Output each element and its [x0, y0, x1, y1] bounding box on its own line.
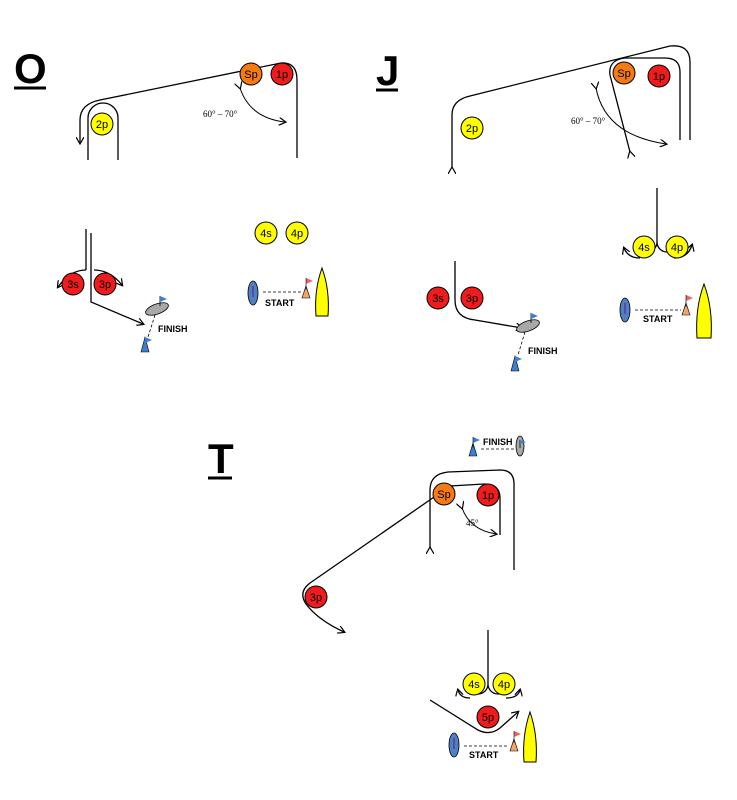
- course-j-gate4-arc-left: [624, 248, 641, 259]
- course-o-angle-label: 60° – 70°: [203, 109, 238, 119]
- svg-text:1p: 1p: [653, 71, 665, 83]
- course-o-start-boat-icon: [247, 280, 259, 306]
- course-t-angle-label: 45°: [466, 518, 479, 528]
- course-j-mark-3s: 3s: [426, 286, 450, 310]
- course-j-route-outer: [452, 45, 691, 168]
- course-o-route-2p-hook: [87, 102, 119, 160]
- course-t: T FINISH 45° Sp 1p: [208, 435, 537, 763]
- course-t-mark-4s: 4s: [462, 672, 486, 696]
- svg-text:4s: 4s: [260, 228, 272, 240]
- course-j-gate3-line: [454, 261, 522, 328]
- course-j: J 60° – 70° Sp 1p 2p 3s 3p: [376, 45, 712, 372]
- svg-text:Sp: Sp: [437, 489, 450, 501]
- course-t-start-committee-boat-icon: [523, 710, 537, 763]
- course-o-start-label: START: [265, 298, 295, 308]
- course-o-gate3-lines: [85, 229, 143, 324]
- course-j-mark-2p: 2p: [460, 116, 484, 140]
- svg-text:3p: 3p: [99, 279, 111, 291]
- course-letter-t: T: [208, 435, 234, 482]
- svg-text:3p: 3p: [466, 293, 478, 305]
- course-t-finish-pin-flag-icon: [468, 437, 480, 457]
- svg-text:4p: 4p: [291, 228, 303, 240]
- course-t-finish-boat-icon: [515, 435, 526, 457]
- course-j-start-boat-icon: [619, 297, 631, 323]
- course-o-mark-1p: 1p: [270, 62, 294, 86]
- course-o-mark-3s: 3s: [61, 272, 85, 296]
- svg-text:3s: 3s: [67, 279, 79, 291]
- course-letter-j: J: [376, 47, 399, 94]
- course-o-finish-boat-icon: [145, 296, 169, 316]
- course-t-route-5p: [429, 699, 518, 734]
- course-letter-o: O: [14, 45, 47, 92]
- course-t-route-leg-3p: [302, 483, 501, 632]
- svg-text:4s: 4s: [468, 679, 480, 691]
- course-t-mark-sp: Sp: [432, 482, 456, 506]
- course-o-mark-2p: 2p: [90, 112, 114, 136]
- svg-text:2p: 2p: [466, 123, 478, 135]
- course-t-gate4-arc-right: [505, 690, 520, 699]
- svg-text:2p: 2p: [96, 119, 108, 131]
- course-j-start-pin-flag-icon: [681, 295, 693, 316]
- course-j-angle-arc: [596, 88, 666, 144]
- course-o-mark-4s: 4s: [254, 221, 278, 245]
- course-t-angle-arc: [462, 508, 496, 534]
- course-o: O 60° – 70° Sp 1p 2p 3s: [14, 45, 329, 353]
- course-t-mark-1p: 1p: [476, 483, 500, 507]
- course-j-start-committee-boat-icon: [696, 282, 712, 339]
- course-j-angle-label: 60° – 70°: [571, 116, 606, 126]
- course-j-mark-3p: 3p: [460, 286, 484, 310]
- course-j-mark-1p: 1p: [647, 64, 671, 88]
- course-o-angle-arc: [240, 88, 285, 122]
- course-t-start-label: START: [469, 750, 499, 760]
- course-j-start-label: START: [643, 314, 673, 324]
- course-j-mark-4s: 4s: [632, 235, 656, 259]
- svg-text:Sp: Sp: [617, 68, 630, 80]
- course-o-finish-pin-flag-icon: [140, 335, 152, 353]
- course-j-finish-line: [517, 331, 526, 356]
- course-t-start-boat-icon: [448, 732, 460, 758]
- course-j-mark-4p: 4p: [665, 235, 689, 259]
- course-o-route-outer: [80, 62, 282, 143]
- course-t-route-outer: [430, 469, 515, 570]
- svg-text:4p: 4p: [671, 242, 683, 254]
- svg-text:4p: 4p: [498, 679, 510, 691]
- svg-text:3s: 3s: [432, 293, 444, 305]
- svg-text:4s: 4s: [638, 242, 650, 254]
- course-o-start-pin-flag-icon: [301, 278, 313, 299]
- course-o-mark-4p: 4p: [285, 221, 309, 245]
- course-j-finish-pin-flag-icon: [510, 354, 522, 372]
- svg-text:1p: 1p: [482, 490, 494, 502]
- svg-text:1p: 1p: [276, 69, 288, 81]
- course-t-mark-3p: 3p: [304, 585, 328, 609]
- svg-text:Sp: Sp: [244, 69, 257, 81]
- course-j-route-inner-hook: [609, 57, 681, 152]
- course-o-start-committee-boat-icon: [315, 266, 329, 317]
- course-o-finish-line: [147, 314, 156, 338]
- course-o-mark-3p: 3p: [93, 272, 117, 296]
- course-j-finish-label: FINISH: [528, 346, 558, 356]
- course-j-finish-boat-icon: [516, 313, 540, 333]
- course-t-start-pin-flag-icon: [509, 731, 521, 752]
- course-t-mark-4p: 4p: [492, 672, 516, 696]
- course-o-finish-label: FINISH: [158, 324, 188, 334]
- course-j-mark-sp: Sp: [612, 61, 636, 85]
- svg-text:5p: 5p: [482, 712, 494, 724]
- course-o-mark-sp: Sp: [239, 62, 263, 86]
- svg-text:3p: 3p: [310, 592, 322, 604]
- course-t-mark-5p: 5p: [476, 705, 500, 729]
- course-t-gate4-arc-left: [458, 690, 471, 699]
- course-t-finish-label: FINISH: [483, 437, 513, 447]
